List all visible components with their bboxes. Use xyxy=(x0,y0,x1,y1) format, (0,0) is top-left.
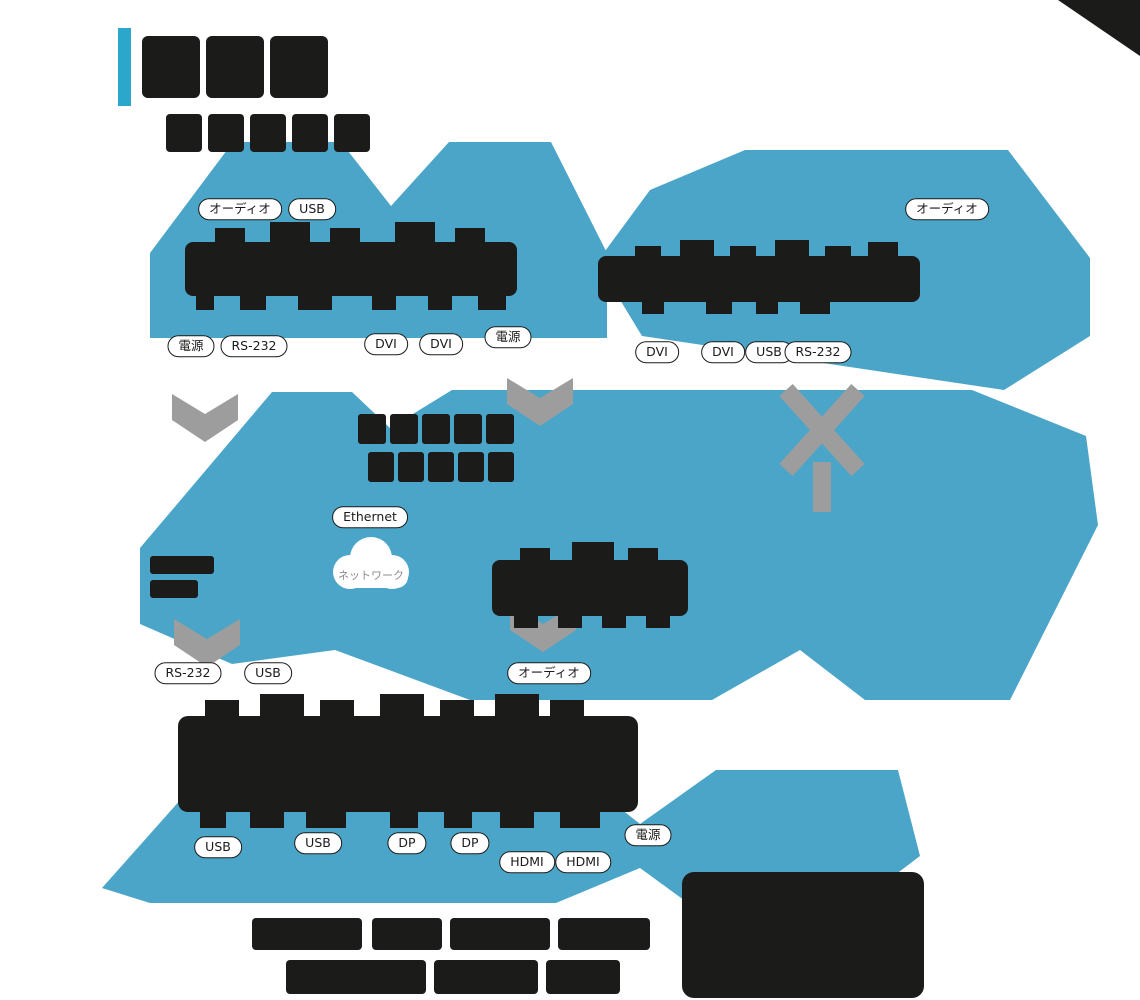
port-label-hdmi: HDMI xyxy=(555,851,611,873)
port-label-power: 電源 xyxy=(624,824,672,846)
port-label-usb: USB xyxy=(244,662,292,684)
port-label-dp: DP xyxy=(387,832,427,854)
port-label-audio: オーディオ xyxy=(507,662,591,684)
port-label-hdmi: HDMI xyxy=(499,851,555,873)
top-left-device-silhouette xyxy=(185,222,517,310)
port-label-dvi: DVI xyxy=(364,333,408,355)
bottom-right-device-silhouette xyxy=(682,872,924,998)
port-label-rs232: RS-232 xyxy=(220,335,288,357)
bottom-device-silhouette xyxy=(178,694,638,828)
port-label-rs232: RS-232 xyxy=(784,341,852,363)
port-label-audio: オーディオ xyxy=(905,198,989,220)
heading-accent-bar xyxy=(118,28,131,106)
corner-wedge xyxy=(1058,0,1140,56)
port-label-usb: USB xyxy=(288,198,336,220)
port-label-power: 電源 xyxy=(484,326,532,348)
cable-ribbon-middle xyxy=(140,390,1098,700)
page-title-silhouette xyxy=(142,36,370,152)
top-right-device-silhouette xyxy=(598,240,920,314)
port-label-dp: DP xyxy=(450,832,490,854)
left-note-silhouette xyxy=(150,556,214,598)
port-label-rs232: RS-232 xyxy=(154,662,222,684)
down-arrow-icon xyxy=(174,619,240,667)
middle-label-silhouette xyxy=(358,414,514,482)
port-label-dvi: DVI xyxy=(419,333,463,355)
port-label-power: 電源 xyxy=(167,335,215,357)
port-label-usb: USB xyxy=(294,832,342,854)
port-label-dvi: DVI xyxy=(635,341,679,363)
caption-silhouette xyxy=(252,918,650,994)
port-label-audio: オーディオ xyxy=(198,198,282,220)
network-cloud-label: ネットワーク xyxy=(338,569,404,582)
port-label-ethernet: Ethernet xyxy=(332,506,408,528)
network-switch-silhouette xyxy=(492,542,688,628)
network-cloud-icon xyxy=(333,537,409,589)
down-arrow-icon xyxy=(507,378,573,426)
crossed-cables-icon xyxy=(779,383,865,512)
port-label-dvi: DVI xyxy=(701,341,745,363)
port-label-usb: USB xyxy=(194,836,242,858)
down-arrow-icon xyxy=(172,394,238,442)
